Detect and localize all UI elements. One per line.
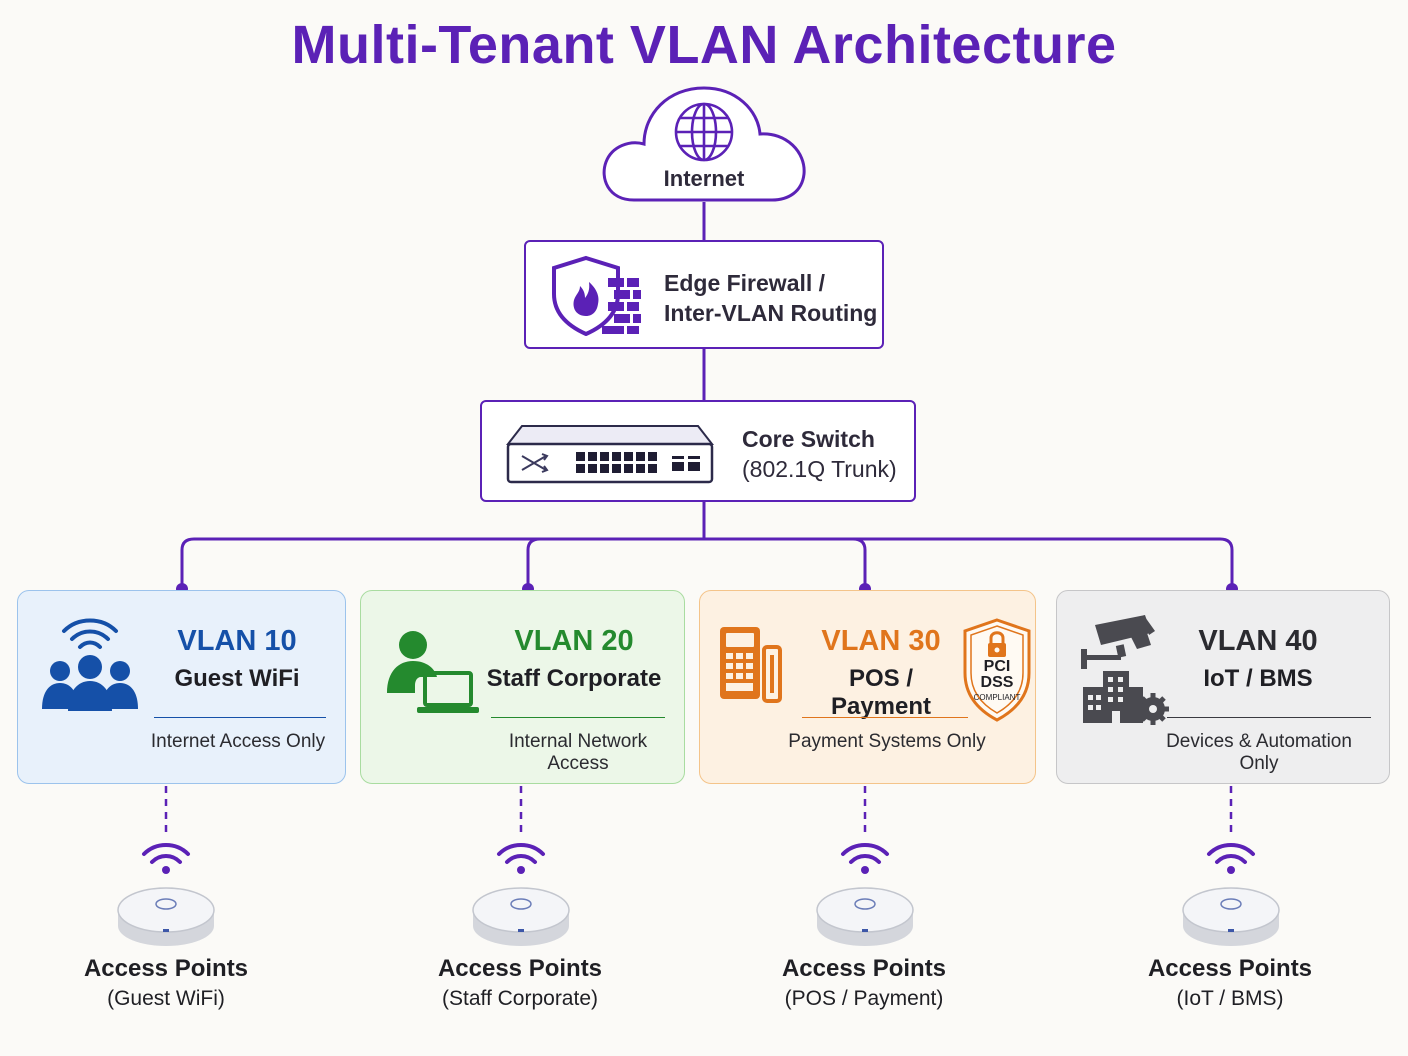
ap-title: Access Points xyxy=(781,955,947,982)
trunk-bus-inner xyxy=(526,537,867,589)
dss-label: DSS xyxy=(980,674,1014,691)
pci-dss-badge: PCI DSS COMPLIANT xyxy=(962,617,1032,723)
vlan-10-card: VLAN 10 Guest WiFi Internet Access Only xyxy=(17,590,346,784)
pos-terminal-icon xyxy=(720,627,782,703)
vlan-40-card: VLAN 40 IoT / BMS Devices & Automation O… xyxy=(1056,590,1390,784)
vlan-10-id: VLAN 10 xyxy=(177,625,297,657)
compliant-label: COMPLIANT xyxy=(973,693,1021,702)
diagram-title: Multi-Tenant VLAN Architecture xyxy=(291,15,1117,75)
ap-title: Access Points xyxy=(437,955,603,982)
vlan-10-desc: Internet Access Only xyxy=(150,731,326,752)
vlan-30-desc: Payment Systems Only xyxy=(788,731,986,752)
vlan-40-desc: Devices & Automation Only xyxy=(1166,731,1352,774)
ap-label-staff: Access Points (Staff Corporate) xyxy=(400,954,640,1014)
ap-label-pos: Access Points (POS / Payment) xyxy=(744,954,984,1014)
ap-label-iot: Access Points (IoT / BMS) xyxy=(1110,954,1350,1014)
core-switch-line1: Core Switch xyxy=(742,426,875,452)
vlan-20-divider xyxy=(491,717,665,718)
core-switch-label: Core Switch (802.1Q Trunk) xyxy=(742,424,897,484)
trunk-bus xyxy=(180,537,1234,589)
vlan-30-id: VLAN 30 xyxy=(821,625,941,657)
vlan-30-card: VLAN 30 POS / Payment Payment Systems On… xyxy=(699,590,1036,784)
internet-cloud xyxy=(602,86,806,202)
firewall-line1: Edge Firewall / xyxy=(664,270,826,296)
vlan-10-divider xyxy=(154,717,326,718)
ap-subtitle: (Guest WiFi) xyxy=(107,987,225,1010)
ap-subtitle: (POS / Payment) xyxy=(784,987,944,1010)
access-point-icon xyxy=(1182,843,1280,946)
pci-shield-icon xyxy=(963,618,1031,722)
ap-title: Access Points xyxy=(83,955,249,982)
access-point-icon xyxy=(117,843,215,946)
user-laptop-icon xyxy=(387,631,479,713)
ap-subtitle: (IoT / BMS) xyxy=(1176,987,1284,1010)
core-switch-box: Core Switch (802.1Q Trunk) xyxy=(480,400,916,502)
internet-label: Internet xyxy=(663,166,745,191)
vlan-20-name: Staff Corporate xyxy=(486,665,662,692)
vlan-20-card: VLAN 20 Staff Corporate Internal Network… xyxy=(360,590,685,784)
network-switch-icon xyxy=(506,425,714,484)
vlan-20-id: VLAN 20 xyxy=(514,625,634,657)
pci-label: PCI xyxy=(983,658,1011,675)
vlan-40-divider xyxy=(1167,717,1371,718)
firewall-shield-icon xyxy=(552,255,641,336)
firewall-label: Edge Firewall / Inter-VLAN Routing xyxy=(664,268,877,328)
vlan-30-divider xyxy=(802,717,968,718)
firewall-line2: Inter-VLAN Routing xyxy=(664,300,878,326)
vlan-40-id: VLAN 40 xyxy=(1198,625,1318,657)
users-wifi-icon xyxy=(42,618,138,711)
core-switch-line2: (802.1Q Trunk) xyxy=(742,456,897,482)
ap-subtitle: (Staff Corporate) xyxy=(441,987,598,1010)
vlan-10-name: Guest WiFi xyxy=(174,665,300,692)
vlan-40-name: IoT / BMS xyxy=(1203,665,1313,692)
access-point-icon xyxy=(816,843,914,946)
globe-icon xyxy=(674,102,734,162)
vlan-20-desc: Internal Network Access xyxy=(508,731,648,774)
ap-label-guest: Access Points (Guest WiFi) xyxy=(46,954,286,1014)
camera-building-icon xyxy=(1081,615,1169,725)
vlan-30-name: POS / Payment xyxy=(830,665,932,720)
ap-title: Access Points xyxy=(1147,955,1313,982)
edge-firewall-box: Edge Firewall / Inter-VLAN Routing xyxy=(524,240,884,349)
access-point-icon xyxy=(472,843,570,946)
